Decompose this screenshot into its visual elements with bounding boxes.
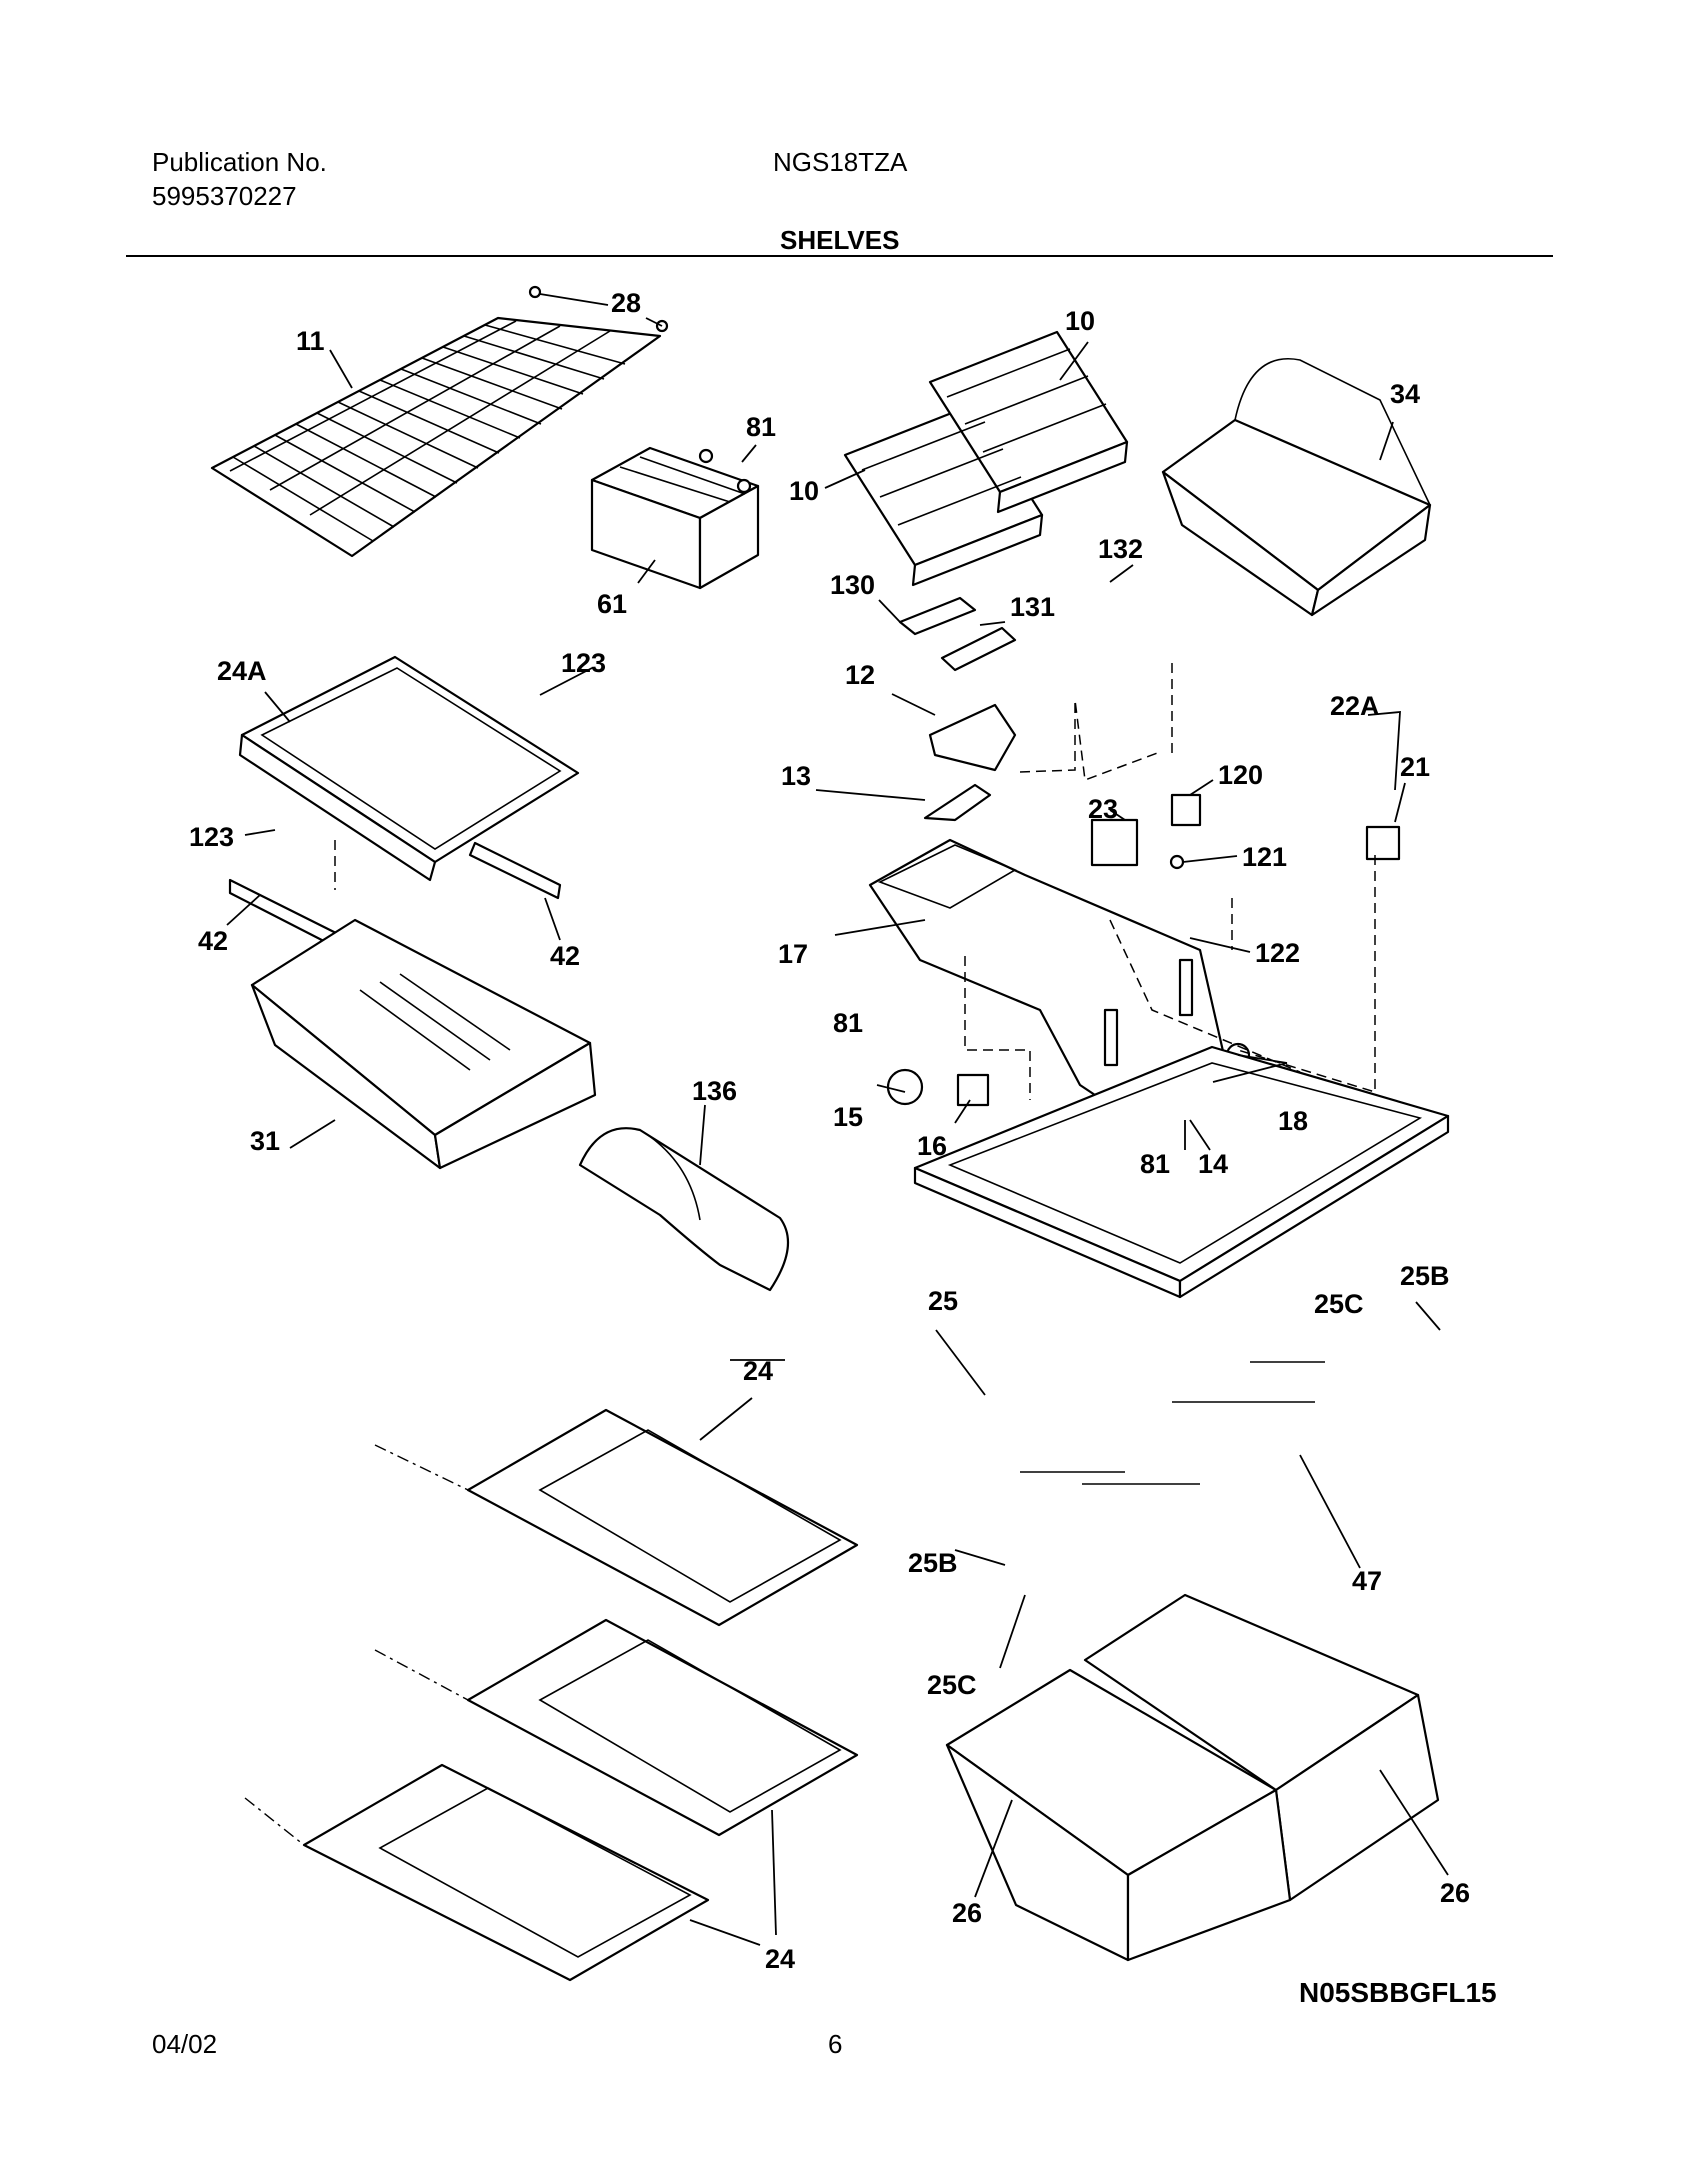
callout-24-lower: 24	[765, 1944, 795, 1974]
footer-date: 04/02	[152, 2029, 218, 2059]
callout-15: 15	[833, 1102, 863, 1132]
callout-28: 28	[611, 288, 641, 318]
callout-25b-upper: 25B	[1400, 1261, 1450, 1291]
callout-120: 120	[1218, 760, 1263, 790]
page-number: 6	[828, 2029, 843, 2059]
callout-123-lower: 123	[189, 822, 234, 852]
publication-label: Publication No.	[152, 147, 327, 177]
glass-shelf-25-drawing	[913, 1045, 1450, 1485]
leader-lines	[226, 293, 1449, 1946]
callout-10-lower: 10	[789, 476, 819, 506]
callout-81-upper: 81	[746, 412, 776, 442]
callout-24a: 24A	[217, 656, 267, 686]
header-rule	[126, 255, 1553, 257]
small-bin-drawing	[590, 446, 760, 590]
callout-130: 130	[830, 570, 875, 600]
callout-18: 18	[1278, 1106, 1308, 1136]
callout-61: 61	[597, 589, 627, 619]
callout-26-left: 26	[952, 1898, 982, 1928]
glass-shelves-24-drawing	[302, 1408, 859, 1982]
callout-25b-lower: 25B	[908, 1548, 958, 1578]
model-number: NGS18TZA	[773, 147, 908, 177]
callout-25c-upper: 25C	[1314, 1289, 1364, 1319]
crisper-drawer-drawing	[250, 918, 597, 1170]
callout-122: 122	[1255, 938, 1300, 968]
diagram-code: N05SBBGFL15	[1299, 1977, 1497, 2008]
callout-123-upper: 123	[561, 648, 606, 678]
callout-23: 23	[1088, 794, 1118, 824]
callout-10-upper: 10	[1065, 306, 1095, 336]
callout-25: 25	[928, 1286, 958, 1316]
twin-crispers-drawing	[945, 1593, 1440, 1962]
callout-34: 34	[1390, 379, 1420, 409]
publication-number: 5995370227	[152, 181, 297, 211]
callout-31: 31	[250, 1126, 280, 1156]
section-title: SHELVES	[780, 225, 900, 255]
callout-42-left: 42	[198, 926, 228, 956]
callout-11: 11	[296, 326, 325, 356]
deli-drawer-drawing	[1161, 358, 1432, 617]
callout-24-upper: 24	[743, 1356, 773, 1386]
callout-131: 131	[1010, 592, 1055, 622]
callout-81-middle: 81	[833, 1008, 863, 1038]
callout-13: 13	[781, 761, 811, 791]
callout-12: 12	[845, 660, 875, 690]
callout-42-right: 42	[550, 941, 580, 971]
callout-16: 16	[917, 1131, 947, 1161]
callout-121: 121	[1242, 842, 1287, 872]
callout-81-lower: 81	[1140, 1149, 1170, 1179]
callout-22a: 22A	[1330, 691, 1380, 721]
callout-17: 17	[778, 939, 808, 969]
callout-136: 136	[692, 1076, 737, 1106]
callout-47: 47	[1352, 1566, 1382, 1596]
control-housing-drawing	[868, 596, 1401, 1127]
callout-25c-lower: 25C	[927, 1670, 977, 1700]
wire-shelf-drawing	[210, 285, 669, 558]
callout-14: 14	[1198, 1149, 1228, 1179]
callout-132: 132	[1098, 534, 1143, 564]
callout-21: 21	[1400, 752, 1430, 782]
ice-trays-drawing	[843, 330, 1129, 587]
callout-26-right: 26	[1440, 1878, 1470, 1908]
alignment-lines	[244, 663, 1376, 1846]
callout-labels: 28 11 10 10 34 81 61 132 130 131 24A 123…	[189, 288, 1470, 1974]
glass-shelf-drawing	[228, 655, 580, 979]
lamp-shield-drawing	[578, 1127, 790, 1292]
